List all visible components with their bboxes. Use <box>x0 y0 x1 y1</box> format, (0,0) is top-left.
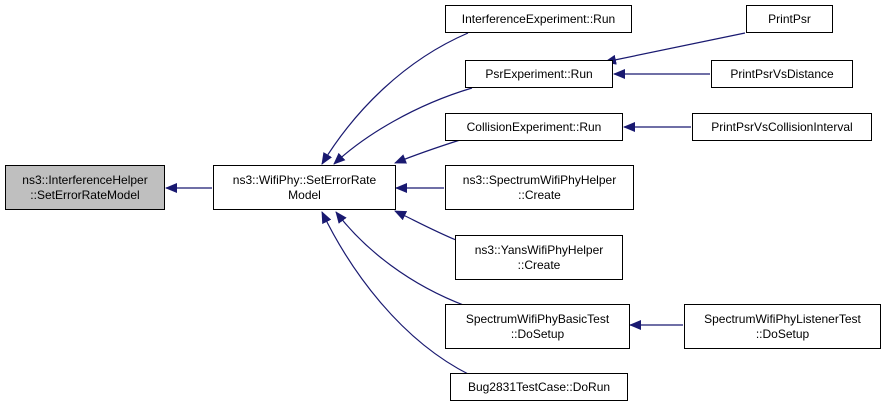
edge-print-psr-to-psr-experiment <box>604 32 746 65</box>
node-label-line2: ::SetErrorRateModel <box>30 187 140 202</box>
edge-yans-helper-to-wifiphy <box>394 210 457 241</box>
node-label-line2: ::DoSetup <box>755 326 810 341</box>
node-label-line1: SpectrumWifiPhyBasicTest <box>465 311 610 326</box>
node-label-line1: InterferenceExperiment::Run <box>461 11 616 26</box>
edge-psr-experiment-to-wifiphy <box>333 87 473 165</box>
node-label-line1: PrintPsrVsCollisionInterval <box>711 119 853 134</box>
node-interference-helper-set-error-rate-model[interactable]: ns3::InterferenceHelper ::SetErrorRateMo… <box>5 165 165 210</box>
node-label-line2: ::Create <box>517 257 561 272</box>
edge-interference-experiment-to-wifiphy <box>321 32 469 165</box>
node-bug2831-test-case-dorun[interactable]: Bug2831TestCase::DoRun <box>450 373 628 401</box>
node-interference-experiment-run[interactable]: InterferenceExperiment::Run <box>445 5 632 33</box>
node-print-psr-vs-distance[interactable]: PrintPsrVsDistance <box>711 60 853 88</box>
node-psr-experiment-run[interactable]: PsrExperiment::Run <box>465 60 613 88</box>
edge-collision-experiment-to-wifiphy <box>394 139 461 164</box>
node-yans-wifiphy-helper-create[interactable]: ns3::YansWifiPhyHelper ::Create <box>455 235 623 280</box>
node-spectrum-wifiphy-basic-test-dosetup[interactable]: SpectrumWifiPhyBasicTest ::DoSetup <box>445 304 630 349</box>
node-label-line1: PrintPsr <box>768 11 811 26</box>
node-label-line2: Model <box>288 187 321 202</box>
edge-bug2831-to-wifiphy <box>321 211 471 376</box>
node-print-psr-vs-collision-interval[interactable]: PrintPsrVsCollisionInterval <box>692 113 872 141</box>
node-label-line1: ns3::SpectrumWifiPhyHelper <box>462 172 617 187</box>
node-label-line1: ns3::InterferenceHelper <box>22 172 148 187</box>
node-print-psr[interactable]: PrintPsr <box>746 5 833 33</box>
node-label-line1: SpectrumWifiPhyListenerTest <box>704 311 861 326</box>
edge-spectrum-basic-to-wifiphy <box>335 211 467 307</box>
node-collision-experiment-run[interactable]: CollisionExperiment::Run <box>445 113 623 141</box>
node-label-line1: PsrExperiment::Run <box>485 66 593 81</box>
node-label-line1: ns3::YansWifiPhyHelper <box>474 242 604 257</box>
node-wifiphy-set-error-rate-model[interactable]: ns3::WifiPhy::SetErrorRate Model <box>213 165 396 210</box>
node-label-line1: ns3::WifiPhy::SetErrorRate <box>232 172 377 187</box>
node-label-line1: PrintPsrVsDistance <box>730 66 834 81</box>
node-spectrum-wifiphy-helper-create[interactable]: ns3::SpectrumWifiPhyHelper ::Create <box>445 165 634 210</box>
node-label-line2: ::DoSetup <box>510 326 565 341</box>
node-label-line2: ::Create <box>518 187 561 202</box>
node-spectrum-wifiphy-listener-test-dosetup[interactable]: SpectrumWifiPhyListenerTest ::DoSetup <box>684 304 881 349</box>
node-label-line1: CollisionExperiment::Run <box>466 119 602 134</box>
node-label-line1: Bug2831TestCase::DoRun <box>467 379 611 394</box>
